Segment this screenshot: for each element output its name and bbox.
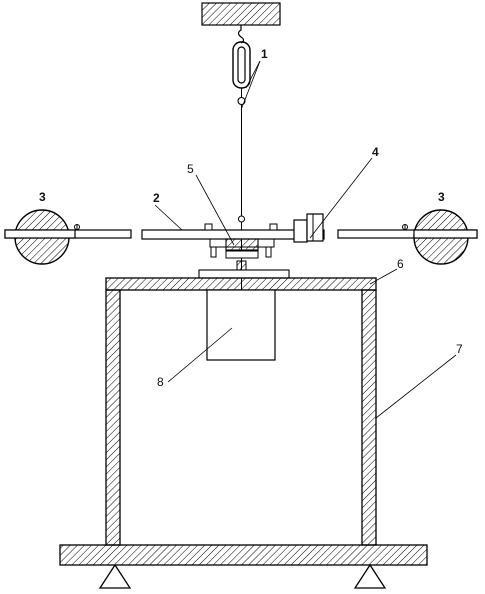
holder-frame [209,238,275,248]
suspension-link-outer [232,41,251,89]
mirror-plate [306,213,324,242]
wire-clamp [236,260,247,271]
suspension-link-inner [237,46,246,84]
lower-plate [225,250,259,259]
arm-left-over [4,229,76,239]
label-5: 5 [187,162,194,176]
label-3-left: 3 [39,190,46,204]
leader-5 [195,174,235,246]
leader-2 [154,204,183,231]
leader-1b [240,60,261,111]
label-8: 8 [157,375,164,389]
support-left [210,246,217,258]
leader-1a [245,60,261,89]
top-plate-pad [198,269,290,279]
arm-right-over [413,229,478,239]
box-wall-left [105,289,121,546]
magnet-block [206,289,276,361]
clamp-left [204,223,213,231]
leader-6 [369,268,398,285]
label-4: 4 [372,145,379,159]
leader-8 [167,327,233,383]
wire-connector [238,215,245,223]
label-1: 1 [261,47,268,61]
base-plate [59,544,428,566]
ceiling-mount [201,2,281,26]
label-2: 2 [153,191,160,205]
foot-right [353,563,387,589]
mirror-bracket [293,219,308,243]
foot-left [98,563,132,589]
support-right [265,246,272,258]
label-7: 7 [456,342,463,356]
clamp-right [269,223,278,231]
label-6: 6 [397,257,404,271]
box-wall-right [361,289,377,546]
leader-7 [375,354,457,419]
sample-holder [225,238,259,251]
label-3-right: 3 [438,190,445,204]
leader-4 [309,157,373,239]
hook [237,25,245,44]
box-top [105,277,377,291]
